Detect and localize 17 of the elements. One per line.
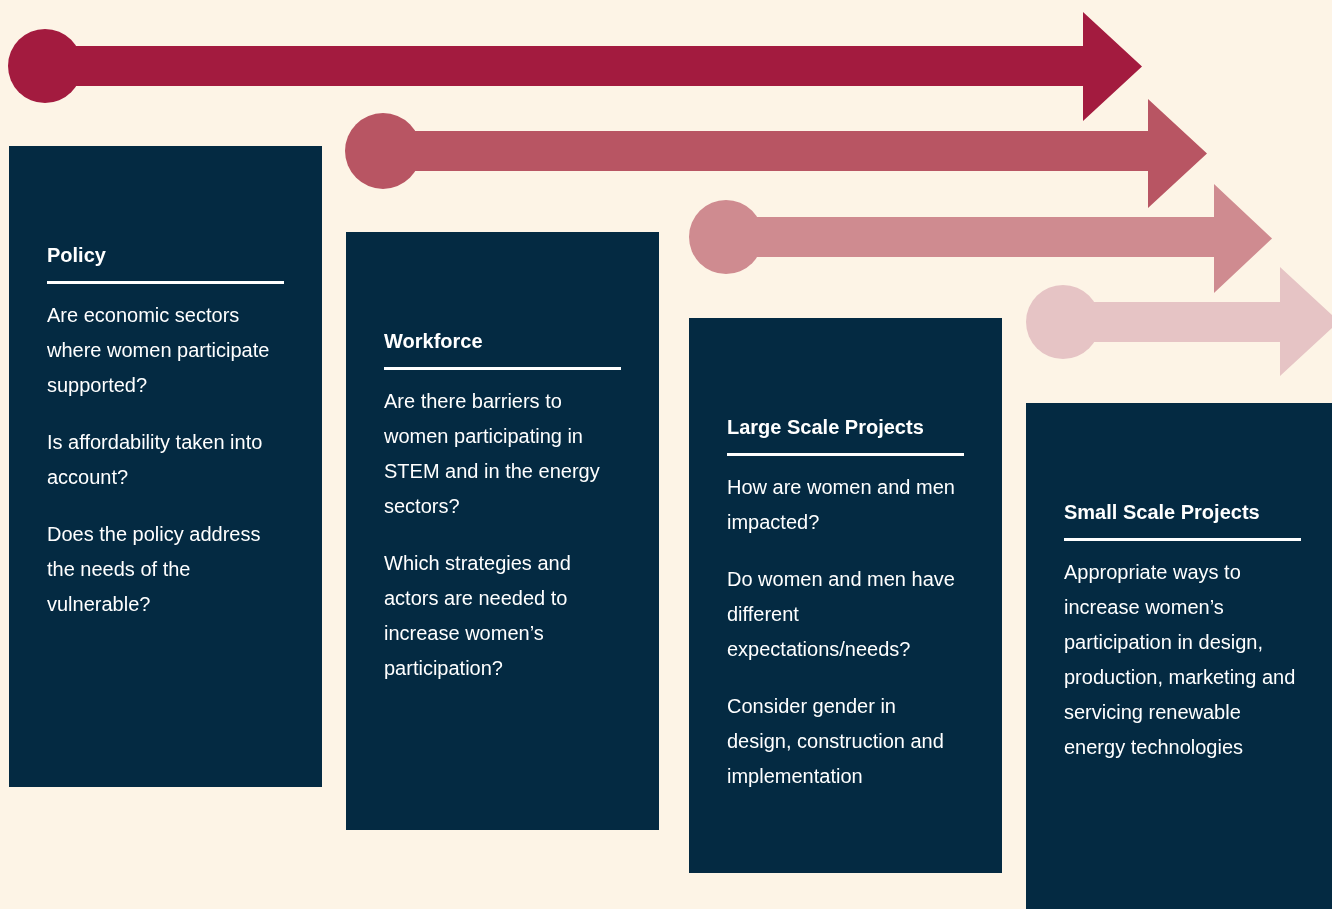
card-heading: Large Scale Projects [727,415,925,440]
question-text: Appropriate ways to increase women’s participation in design, production, marketing and servicing renewable energy technologies [1064,560,1296,760]
card-heading: Workforce [384,329,484,354]
question-text: Do women and men have different expectations/needs? [727,567,956,662]
card-heading: Policy [47,243,107,268]
question-text: Does the policy address the needs of the vulnerable? [47,522,262,617]
question-text: Are economic sectors where women participate supported? [47,303,271,398]
card-heading: Small Scale Projects [1064,500,1261,525]
question-card [346,232,659,830]
question-text: How are women and men impacted? [727,475,956,535]
question-text: Are there barriers to women participating in STEM and in the energy sectors? [384,389,601,519]
question-text: Which strategies and actors are needed to increase women’s participation? [384,551,572,681]
question-card [689,318,1002,873]
question-card [1026,403,1332,909]
question-text: Is affordability taken into account? [47,430,264,490]
question-card [9,146,322,787]
question-text: Consider gender in design, construction and implementation [727,694,945,789]
